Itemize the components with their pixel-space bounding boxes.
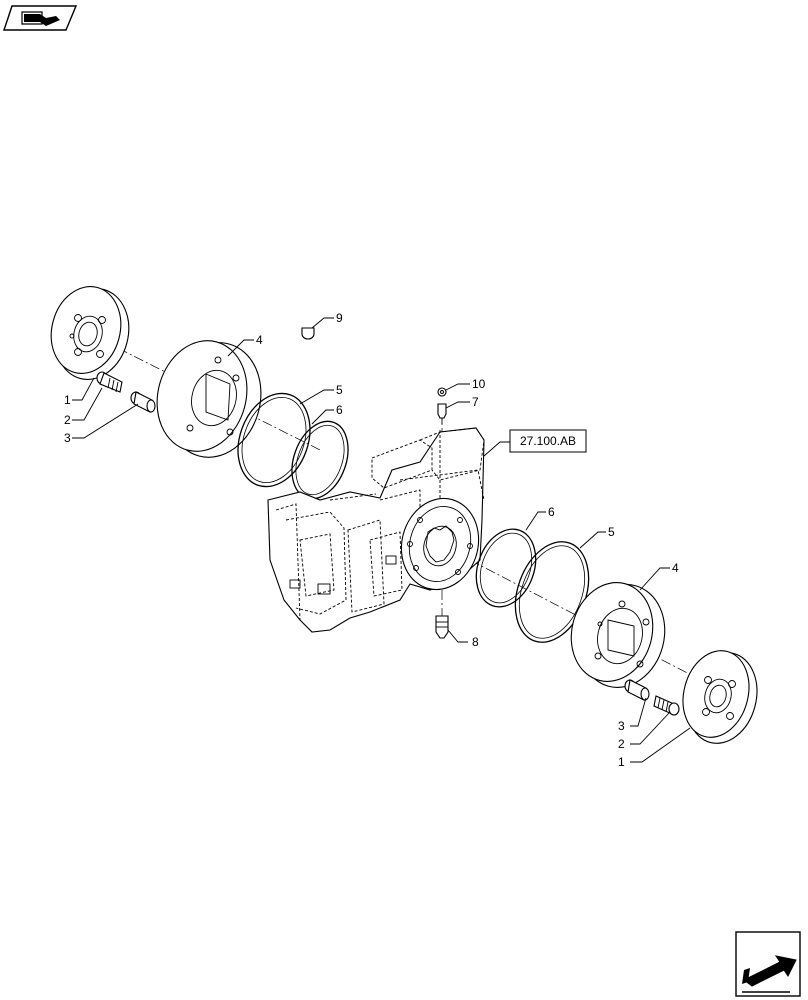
right-dowel [624,679,650,701]
left-bolt [96,371,123,393]
leader-10 [445,383,470,391]
leader-left-4 [227,339,254,357]
reference-link[interactable]: 27.100.AB [509,429,587,453]
axle-housing [267,427,485,633]
leader-left-5 [299,389,334,405]
right-flange-disc [682,650,758,744]
leader-right-6 [525,511,546,531]
leader-right-4 [639,567,670,591]
left-large-seal-ring [237,392,311,488]
callout-left-2[interactable]: 2 [64,413,71,427]
callout-9[interactable]: 9 [336,311,343,325]
plug-part [301,327,315,340]
callout-right-2[interactable]: 2 [618,737,625,751]
leader-right-2 [630,711,671,745]
callout-left-4[interactable]: 4 [256,333,263,347]
leader-left-6 [311,409,334,425]
callout-left-5[interactable]: 5 [336,383,343,397]
next-page-arrow-icon[interactable] [735,931,801,997]
callout-10[interactable]: 10 [472,377,486,391]
reference-label[interactable]: 27.100.AB [520,434,576,448]
callout-8[interactable]: 8 [472,635,479,649]
leader-left-3 [72,403,139,439]
callout-right-1[interactable]: 1 [618,755,625,769]
right-bolt [653,695,680,716]
callout-right-4[interactable]: 4 [672,561,679,575]
callout-right-5[interactable]: 5 [608,525,615,539]
leader-left-2 [72,387,103,421]
leader-7 [445,401,470,409]
drain-plug-part [435,615,449,639]
callout-right-6[interactable]: 6 [548,505,555,519]
left-dowel [130,391,156,413]
leader-reference [483,441,510,457]
leader-8 [447,629,468,643]
leader-right-5 [579,531,606,549]
book-arrow-icon[interactable] [3,5,78,31]
leader-left-1 [72,377,95,401]
leader-right-1 [630,727,691,763]
callout-left-1[interactable]: 1 [64,393,71,407]
leader-right-3 [630,697,647,727]
callout-7[interactable]: 7 [472,395,479,409]
leader-9 [311,317,334,329]
fitting-part [437,403,447,424]
callout-left-3[interactable]: 3 [64,431,71,445]
right-drum-cover [570,582,666,688]
callout-left-6[interactable]: 6 [336,403,343,417]
nut-part [437,387,447,397]
right-small-seal-ring [475,528,537,608]
left-drum-cover [156,340,262,458]
callout-right-3[interactable]: 3 [618,719,625,733]
left-flange-disc [50,286,130,380]
